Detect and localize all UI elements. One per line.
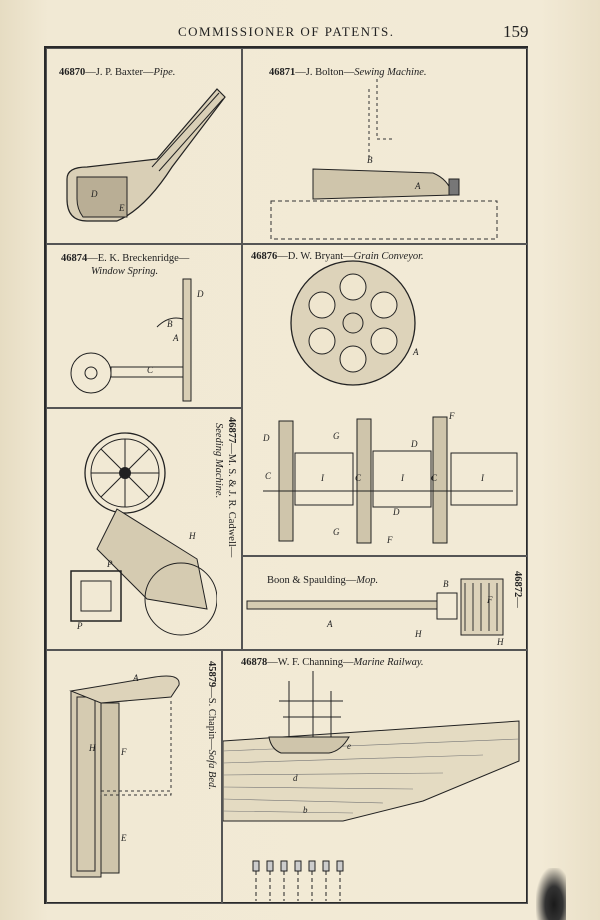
marine-railway-drawing: e d b <box>223 671 520 901</box>
svg-text:d: d <box>293 773 298 783</box>
svg-text:H: H <box>88 743 96 753</box>
patent-caption: 46874—E. K. Breckenridge— <box>61 253 190 264</box>
svg-text:B: B <box>443 579 449 589</box>
svg-text:P: P <box>106 559 113 569</box>
svg-text:C: C <box>431 473 438 483</box>
patent-number-vertical: 46872— <box>512 571 523 608</box>
svg-text:D: D <box>262 433 270 443</box>
svg-text:B: B <box>367 155 373 165</box>
svg-text:I: I <box>400 473 405 483</box>
svg-text:E: E <box>118 203 125 213</box>
page-edge-shadow <box>536 868 566 920</box>
patent-cell-seeding-machine: 46877—M. S. & J. R. Cadwell— Seeding Mac… <box>46 408 242 650</box>
svg-text:A: A <box>172 333 179 343</box>
svg-text:F: F <box>120 747 127 757</box>
svg-text:B: B <box>167 319 173 329</box>
svg-text:E: E <box>120 833 127 843</box>
patent-caption: 46871—J. Bolton—Sewing Machine. <box>269 67 427 78</box>
patent-caption: 46877—M. S. & J. R. Cadwell— <box>226 417 237 558</box>
sofa-bed-drawing: A H F E <box>69 673 180 878</box>
window-spring-drawing: D BA C <box>70 278 204 402</box>
svg-text:C: C <box>265 471 272 481</box>
patent-cell-grain-conveyor: 46876—D. W. Bryant—Grain Conveyor. A I I I… <box>242 244 528 556</box>
svg-text:D: D <box>90 189 98 199</box>
grain-conveyor-drawing: A I I I C C C D G G D D F F <box>262 260 518 545</box>
patent-caption: 46878—W. F. Channing—Marine Railway. <box>241 657 424 668</box>
svg-text:H: H <box>188 531 196 541</box>
svg-text:P: P <box>76 621 83 631</box>
patent-caption-title: Window Spring. <box>91 266 159 277</box>
patent-caption: 46876—D. W. Bryant—Grain Conveyor. <box>251 251 424 262</box>
page-number: 159 <box>503 22 529 41</box>
sewing-machine-drawing: BA <box>270 79 498 240</box>
patent-cell-sofa-bed: 45879—S. Chapin—Sofa Bed. A H F E <box>46 650 222 904</box>
svg-text:D: D <box>410 439 418 449</box>
svg-text:G: G <box>333 431 340 441</box>
patent-caption: 45879—S. Chapin—Sofa Bed. <box>206 661 217 790</box>
patent-cell-window-spring: 46874—E. K. Breckenridge— Window Spring.… <box>46 244 242 408</box>
patent-caption: 46870—J. P. Baxter—Pipe. <box>59 67 176 78</box>
pipe-drawing: DE <box>66 88 226 222</box>
seeding-machine-drawing: H P P <box>70 432 217 636</box>
svg-text:F: F <box>486 595 493 605</box>
svg-text:I: I <box>480 473 485 483</box>
page-header: COMMISSIONER OF PATENTS. 159 <box>0 22 600 46</box>
svg-text:D: D <box>196 289 204 299</box>
patent-cell-marine-railway: 46878—W. F. Channing—Marine Railway. e d b <box>222 650 528 904</box>
svg-text:D: D <box>392 507 400 517</box>
svg-text:C: C <box>355 473 362 483</box>
svg-text:H: H <box>496 637 504 647</box>
running-title: COMMISSIONER OF PATENTS. <box>178 24 395 39</box>
svg-text:C: C <box>147 365 154 375</box>
svg-text:F: F <box>448 411 455 421</box>
patent-caption: Boon & Spaulding—Mop. <box>267 575 379 586</box>
svg-text:A: A <box>414 181 421 191</box>
svg-text:A: A <box>412 347 419 357</box>
svg-text:I: I <box>320 473 325 483</box>
patent-cell-mop: Boon & Spaulding—Mop. 46872— A H B H F <box>242 556 528 650</box>
svg-text:b: b <box>303 805 308 815</box>
svg-text:H: H <box>414 629 422 639</box>
svg-text:e: e <box>347 741 351 751</box>
svg-text:A: A <box>326 619 333 629</box>
svg-text:A: A <box>132 673 139 683</box>
svg-text:G: G <box>333 527 340 537</box>
svg-text:F: F <box>386 535 393 545</box>
mop-drawing: A H B H F <box>246 578 504 647</box>
